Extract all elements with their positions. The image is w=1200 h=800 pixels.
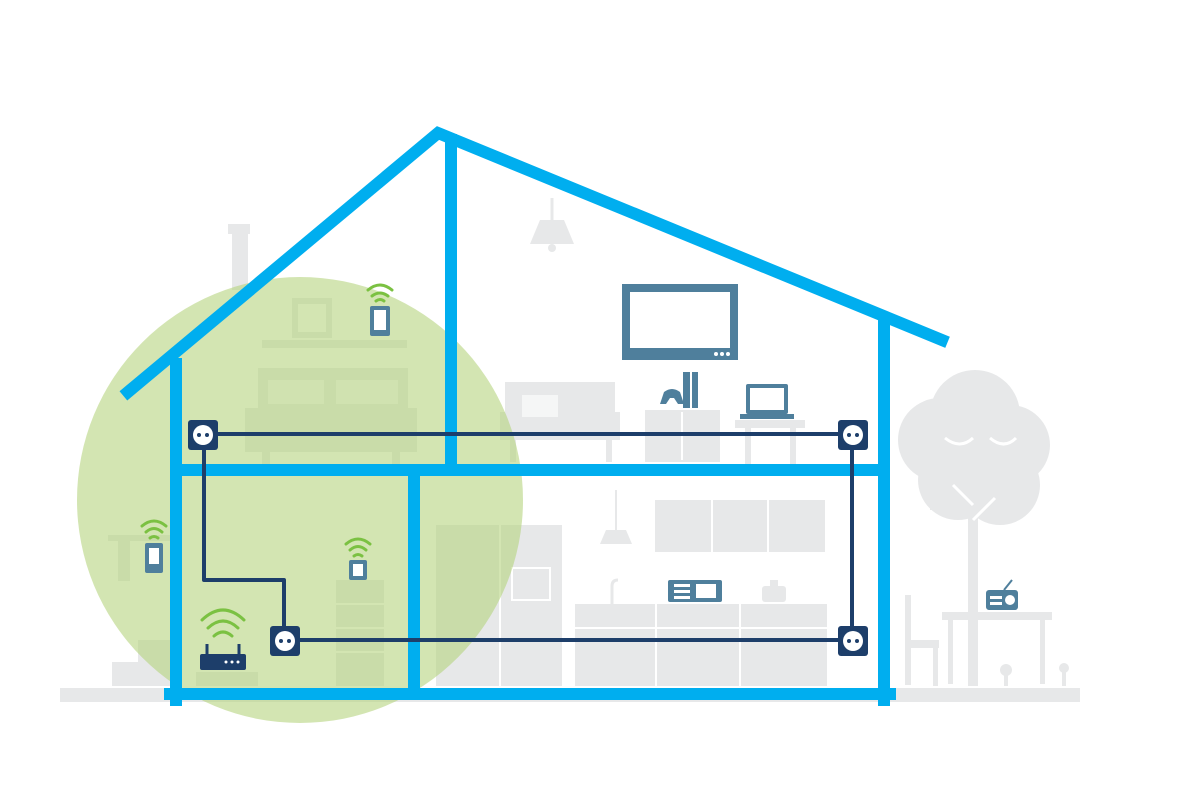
power-socket-icon — [270, 626, 300, 656]
chimney — [228, 224, 250, 290]
laptop-icon — [740, 384, 794, 419]
power-socket-icon — [188, 420, 218, 450]
game-console-icon — [660, 372, 698, 408]
kitchen-furniture — [436, 490, 827, 686]
living-room-furniture — [500, 198, 805, 464]
wifi-adapter-icon — [349, 560, 367, 580]
garden-furniture — [905, 595, 1069, 686]
power-socket-icon — [838, 420, 868, 450]
tablet-icon — [370, 306, 390, 336]
wifi-signal-icon — [140, 519, 168, 540]
radio-icon — [986, 579, 1018, 610]
wifi-signal-icon — [200, 608, 246, 638]
tree-icon — [898, 370, 1050, 686]
power-socket-icon — [838, 626, 868, 656]
kitchen-radio-icon — [668, 580, 722, 602]
wifi-signal-icon — [344, 537, 372, 558]
router-icon — [200, 644, 246, 670]
house-walls — [119, 126, 950, 706]
powerline-cable — [202, 432, 854, 642]
wifi-signal-icon — [366, 283, 394, 303]
tv-icon — [622, 284, 738, 360]
wifi-adapter-icon — [145, 543, 163, 573]
